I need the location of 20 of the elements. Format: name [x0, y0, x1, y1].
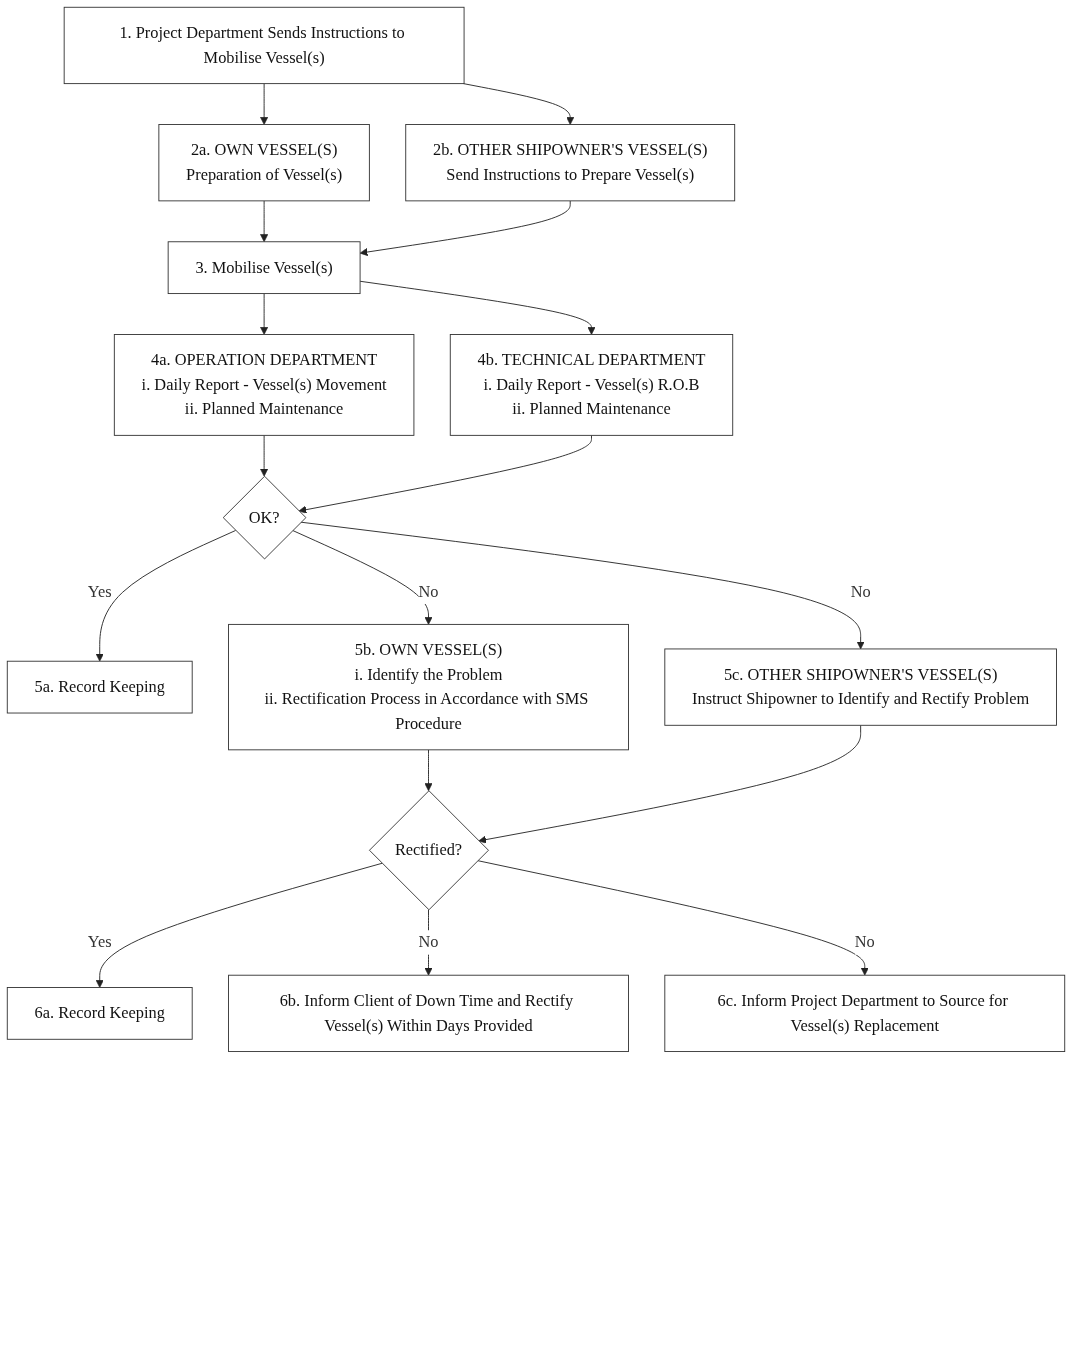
node-box: 5c. OTHER SHIPOWNER'S VESSEL(S) Instruct Shipowner to Identify and Rectify Problem: [664, 648, 1057, 726]
edge-label: No: [850, 582, 871, 601]
edge-label: No: [418, 582, 439, 601]
node-box: 5b. OWN VESSEL(S) i. Identify the Problem ii. Rectification Process in Accordance with SMS Procedure: [228, 623, 629, 751]
node-box: 5a. Record Keeping: [6, 660, 193, 714]
edge-label: No: [418, 932, 439, 952]
edge-label: No: [854, 932, 875, 952]
node-diamond: OK?: [222, 475, 307, 560]
edge-label: Yes: [87, 582, 112, 601]
node-box: 6c. Inform Project Department to Source for Vessel(s) Replacement: [664, 974, 1066, 1052]
node-box: 4b. TECHNICAL DEPARTMENT i. Daily Report - Vessel(s) R.O.B ii. Planned Maintenance: [449, 334, 734, 436]
node-box: 2b. OTHER SHIPOWNER'S VESSEL(S) Send Instructions to Prepare Vessel(s): [405, 124, 736, 202]
node-box: 6a. Record Keeping: [6, 987, 193, 1040]
node-diamond: Rectified?: [369, 790, 489, 911]
node-box: 3. Mobilise Vessel(s): [167, 241, 361, 295]
node-box: 2a. OWN VESSEL(S) Preparation of Vessel(s): [158, 124, 370, 202]
node-box: 4a. OPERATION DEPARTMENT i. Daily Report - Vessel(s) Movement ii. Planned Maintenance: [113, 334, 415, 436]
node-box: 6b. Inform Client of Down Time and Rectify Vessel(s) Within Days Provided: [228, 974, 629, 1052]
edge-label: Yes: [87, 932, 112, 952]
node-box: 1. Project Department Sends Instructions to Mobilise Vessel(s): [63, 6, 465, 85]
